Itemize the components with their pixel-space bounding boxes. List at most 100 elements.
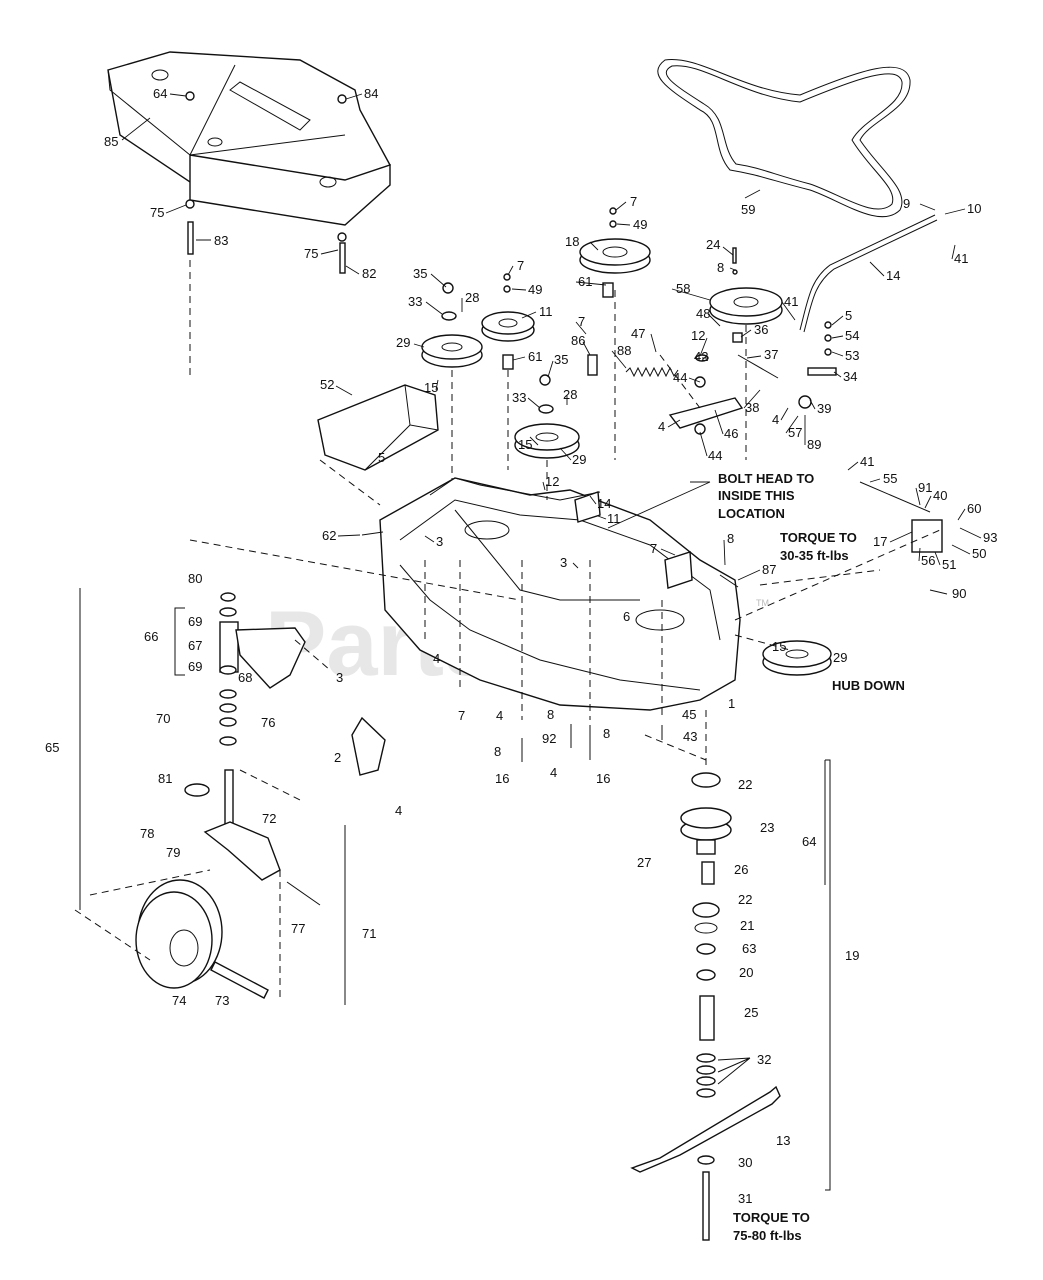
callout-label: 85 (104, 134, 118, 149)
callout-label: 14 (886, 268, 900, 283)
callout-label: 55 (883, 471, 897, 486)
callout-label: 7 (578, 314, 585, 329)
callout-label: 68 (238, 670, 252, 685)
callout-label: 41 (784, 294, 798, 309)
bracket-32 (717, 1057, 751, 1085)
callout-label: 8 (494, 744, 501, 759)
spacer-61-right (602, 282, 614, 298)
callout-label: 3 (336, 670, 343, 685)
callout-label: 64 (802, 834, 816, 849)
callout-label: 18 (565, 234, 579, 249)
bracket-19 (825, 759, 831, 1191)
callout-label: 86 (571, 333, 585, 348)
callout-label: 42 (694, 349, 708, 364)
callout-label: 7 (458, 708, 465, 723)
callout-label: 11 (539, 304, 553, 319)
callout-label: 89 (807, 437, 821, 452)
note-torque-lower-1: TORQUE TO (733, 1210, 810, 1225)
callout-label: 64 (153, 86, 167, 101)
callout-label: 8 (727, 531, 734, 546)
washer-30 (697, 1155, 715, 1165)
callout-label: 3 (560, 555, 567, 570)
callout-label: 69 (188, 614, 202, 629)
callout-label: 12 (545, 474, 559, 489)
callout-label: 29 (572, 452, 586, 467)
callout-label: 71 (362, 926, 376, 941)
callout-label: 53 (845, 348, 859, 363)
callout-label: 35 (413, 266, 427, 281)
callout-label: 49 (633, 217, 647, 232)
note-torque-upper-2: 30-35 ft-lbs (780, 548, 849, 563)
callout-label: 67 (188, 638, 202, 653)
callout-label: 4 (395, 803, 402, 818)
callout-label: 62 (322, 528, 336, 543)
pulley-18 (579, 238, 651, 274)
callout-label: 36 (754, 322, 768, 337)
callout-label: 61 (578, 274, 592, 289)
callout-label: 23 (760, 820, 774, 835)
callout-label: 63 (742, 941, 756, 956)
callout-label: 4 (772, 412, 779, 427)
callout-label: 6 (623, 609, 630, 624)
callout-label: 8 (603, 726, 610, 741)
callout-label: 32 (757, 1052, 771, 1067)
axle-73 (210, 961, 269, 999)
callout-label: 3 (436, 534, 443, 549)
callout-label: 12 (691, 328, 705, 343)
callout-label: 79 (166, 845, 180, 860)
deck-cover (107, 51, 391, 226)
callout-label: 81 (158, 771, 172, 786)
callout-label: 5 (845, 308, 852, 323)
idler-arm (668, 397, 744, 429)
callout-label: 78 (140, 826, 154, 841)
callout-label: 20 (739, 965, 753, 980)
callout-label: 92 (542, 731, 556, 746)
callout-label: 44 (673, 370, 687, 385)
caster-cap-81 (184, 783, 210, 797)
callout-label: 27 (637, 855, 651, 870)
caster-fork-72 (203, 821, 281, 881)
callout-label: 83 (214, 233, 228, 248)
callout-label: 49 (528, 282, 542, 297)
note-torque-upper-1: TORQUE TO (780, 530, 857, 545)
callout-label: 5 (378, 450, 385, 465)
callout-label: 72 (262, 811, 276, 826)
callout-label: 31 (738, 1191, 752, 1206)
callout-label: 29 (833, 650, 847, 665)
callout-label: 22 (738, 892, 752, 907)
pulley-29-left (421, 334, 483, 368)
callout-label: 54 (845, 328, 859, 343)
callout-label: 35 (554, 352, 568, 367)
callout-label: 7 (650, 541, 657, 556)
callout-label: 90 (952, 586, 966, 601)
spring-88 (625, 366, 679, 378)
callout-label: 88 (617, 343, 631, 358)
note-hub-down: HUB DOWN (832, 678, 905, 693)
callout-label: 39 (817, 401, 831, 416)
callout-label: 26 (734, 862, 748, 877)
alignment-lines (74, 260, 941, 1000)
callout-label: 41 (860, 454, 874, 469)
callout-label: 45 (682, 707, 696, 722)
callout-label: 11 (607, 511, 621, 526)
callout-label: 52 (320, 377, 334, 392)
callout-label: 25 (744, 1005, 758, 1020)
caster-shaft (224, 769, 234, 831)
callout-label: 80 (188, 571, 202, 586)
callout-label: 22 (738, 777, 752, 792)
callout-label: 4 (433, 651, 440, 666)
bracket-66 (174, 607, 185, 676)
caster-arm-67 (219, 621, 306, 689)
callout-label: 4 (550, 765, 557, 780)
callout-label: 70 (156, 711, 170, 726)
callout-label: 91 (918, 480, 932, 495)
watermark-tm: TM (756, 598, 769, 608)
caster-wheel-74 (135, 879, 223, 989)
callout-label: 15 (518, 437, 532, 452)
callout-label: 43 (683, 729, 697, 744)
callout-label: 59 (741, 202, 755, 217)
callout-label: 13 (776, 1133, 790, 1148)
callout-labels: 64 84 85 75 83 75 82 59 7 49 18 9 10 24 … (45, 86, 997, 1206)
spindle-assembly (680, 772, 732, 1098)
